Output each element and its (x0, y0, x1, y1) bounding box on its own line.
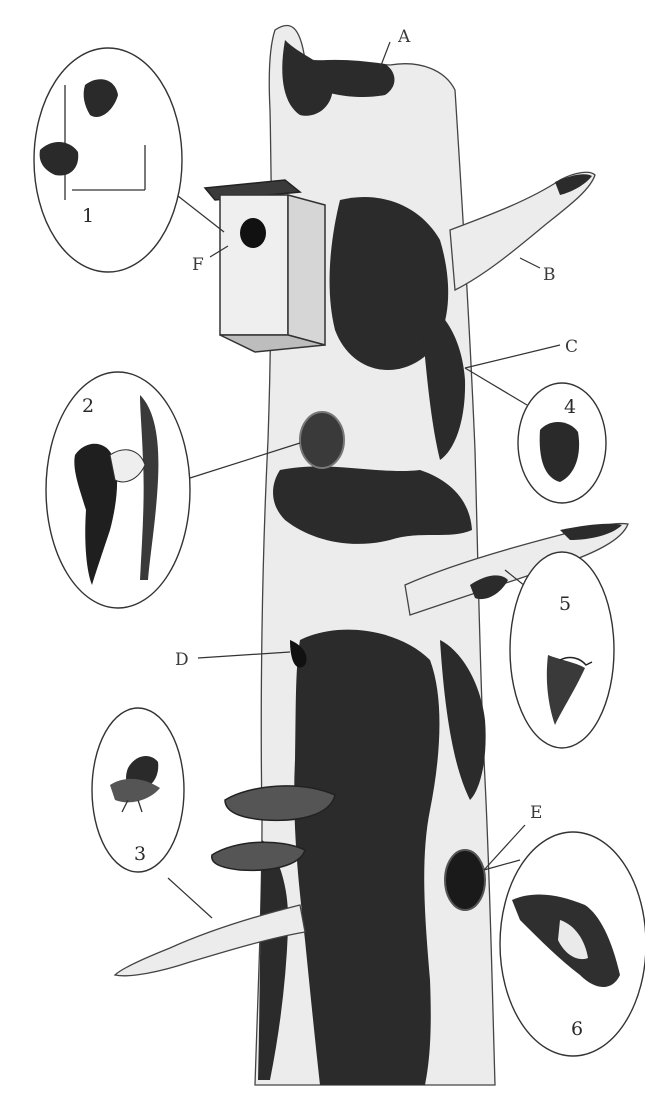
inset-5-nuthatch: 5 (510, 552, 614, 748)
inset-number-5: 5 (559, 593, 571, 615)
nest-box (205, 180, 325, 352)
cavity-e (445, 850, 485, 910)
inset-2-woodpecker: 2 (46, 372, 190, 608)
inset-3-flying-bird: 3 (92, 708, 184, 872)
knot (300, 412, 344, 468)
label-c: C (565, 337, 578, 357)
inset-number-3: 3 (134, 843, 146, 865)
label-f: F (192, 255, 204, 275)
inset-number-4: 4 (564, 396, 576, 418)
inset-1-birds-at-nestbox: 1 (34, 48, 182, 272)
label-a: A (397, 27, 411, 47)
inset-number-2: 2 (82, 395, 94, 417)
nest-box-entrance-hole (240, 218, 266, 248)
label-b: B (543, 265, 556, 285)
label-e: E (530, 803, 542, 823)
branch-b (450, 172, 595, 290)
inset-number-1: 1 (82, 205, 94, 227)
inset-number-6: 6 (571, 1018, 583, 1040)
inset-4-bat: 4 (518, 383, 606, 503)
inset-6-flying-squirrel: 6 (500, 832, 645, 1056)
label-d: D (175, 650, 189, 670)
